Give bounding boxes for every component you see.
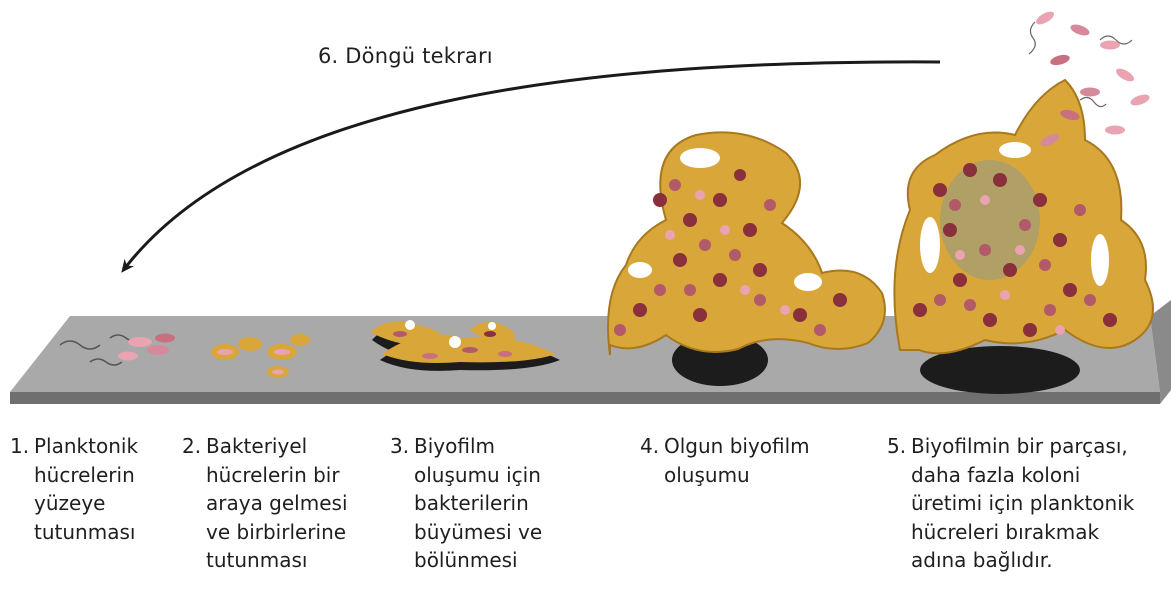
cycle-repeat-label: 6. Döngü tekrarı — [318, 44, 493, 68]
stage-5-dispersing-biofilm — [894, 9, 1153, 394]
stage-3-text: Biyofilm oluşumu için bakterilerin büyüm… — [390, 432, 590, 575]
stage-1-text: Planktonik hücrelerin yüzeye tutunması — [10, 432, 175, 546]
stage-3-number: 3. — [390, 432, 409, 461]
stage-5-caption: 5. Biyofilmin bir parçası, daha fazla ko… — [887, 432, 1167, 575]
stage-1-number: 1. — [10, 432, 29, 461]
stage-4-caption: 4. Olgun biyofilm oluşumu — [640, 432, 855, 489]
stage-4-text: Olgun biyofilm oluşumu — [640, 432, 855, 489]
stage-3-caption: 3. Biyofilm oluşumu için bakterilerin bü… — [390, 432, 590, 575]
stage-2-number: 2. — [182, 432, 201, 461]
stage-5-number: 5. — [887, 432, 906, 461]
biofilm-lifecycle-illustration — [0, 0, 1171, 430]
stage-4-number: 4. — [640, 432, 659, 461]
stage-1-caption: 1. Planktonik hücrelerin yüzeye tutunmas… — [10, 432, 175, 546]
stage-5-text: Biyofilmin bir parçası, daha fazla kolon… — [887, 432, 1167, 575]
cycle-repeat-arrow — [125, 62, 940, 268]
stage-2-caption: 2. Bakteriyel hücrelerin bir araya gelme… — [182, 432, 377, 575]
stage-2-text: Bakteriyel hücrelerin bir araya gelmesi … — [182, 432, 377, 575]
